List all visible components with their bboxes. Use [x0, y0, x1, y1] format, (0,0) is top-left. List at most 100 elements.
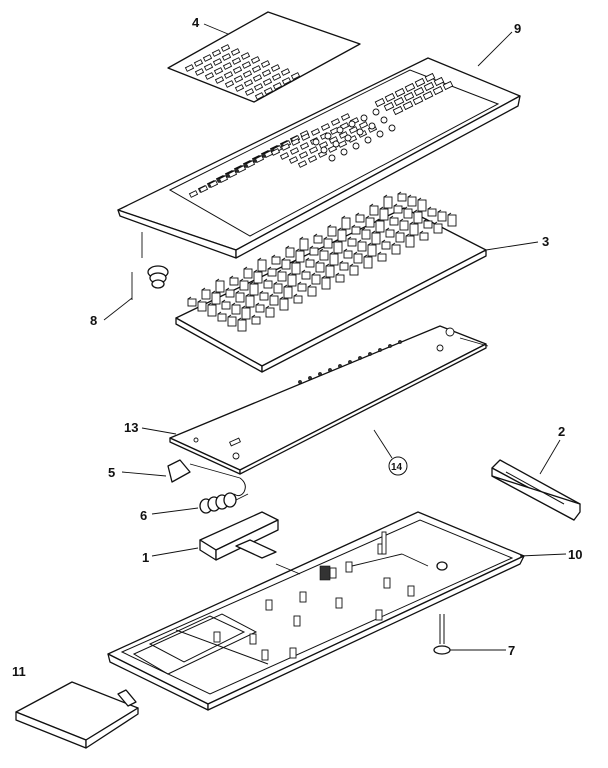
key-switch: [395, 232, 405, 243]
cover-key: [288, 156, 299, 164]
key-switch: [379, 208, 389, 221]
key-switch-top: [237, 317, 242, 321]
key-switch: [363, 256, 373, 269]
case-post: [249, 633, 257, 645]
key-switch-top: [403, 206, 408, 210]
key-switch-top: [367, 242, 372, 246]
key-switch: [301, 271, 311, 280]
key-switch-top: [327, 224, 332, 228]
key-switch: [377, 253, 387, 262]
cover-key: [198, 185, 209, 193]
key-switch: [405, 235, 415, 248]
cover-round-key: [340, 148, 348, 156]
part-10-bottom-case: [107, 511, 525, 711]
cover-key: [289, 147, 300, 155]
key-switch: [399, 220, 409, 231]
key-switch: [361, 229, 371, 240]
cover-key: [188, 190, 199, 198]
key-switch: [327, 226, 337, 237]
key-switch-top: [235, 290, 240, 294]
key-switch: [269, 295, 279, 306]
key-switch: [447, 214, 457, 227]
led-hole: [328, 368, 332, 372]
key-switch-top: [283, 284, 288, 288]
key-switch: [337, 229, 347, 242]
cover-key: [320, 123, 331, 131]
key-switch-top: [187, 296, 192, 300]
cover-key: [337, 140, 348, 148]
keypad-key: [234, 84, 245, 92]
key-switch-top: [417, 197, 422, 201]
cover-round-key: [336, 126, 344, 134]
case-post: [383, 577, 391, 589]
key-switch-top: [297, 281, 302, 285]
key-switch-top: [313, 233, 318, 237]
callout-2: 2: [558, 424, 565, 439]
key-switch: [245, 295, 255, 308]
key-switch-top: [377, 251, 382, 255]
key-switch-top: [347, 236, 352, 240]
key-switch-top: [355, 212, 360, 216]
key-switch: [305, 259, 315, 268]
key-switch: [229, 277, 239, 286]
key-switch-top: [437, 209, 442, 213]
key-switch-top: [323, 236, 328, 240]
case-post: [299, 591, 307, 603]
key-switch: [389, 217, 399, 226]
cover-key: [433, 76, 445, 87]
key-switch: [315, 262, 325, 273]
cover-key: [227, 170, 238, 178]
cover-key: [424, 72, 436, 83]
cover-key: [280, 143, 291, 151]
key-switch-top: [299, 236, 304, 240]
key-switch-top: [253, 269, 258, 273]
key-switch: [215, 280, 225, 293]
key-switch-top: [207, 302, 212, 306]
led-hole: [348, 360, 352, 364]
key-switch: [297, 283, 307, 292]
cover-key: [338, 131, 349, 139]
key-switch: [231, 304, 241, 315]
key-switch: [251, 316, 261, 325]
callout-11: 11: [12, 664, 26, 679]
keypad-key: [223, 71, 234, 79]
key-switch: [207, 304, 217, 317]
cover-key: [290, 138, 301, 146]
cover-round-key: [372, 108, 380, 116]
case-post-tall: [381, 531, 387, 555]
keypad-key: [212, 58, 223, 66]
key-switch-top: [281, 257, 286, 261]
key-switch-top: [447, 212, 452, 216]
cover-key: [245, 160, 256, 168]
keypad-key: [240, 52, 251, 60]
key-switch-top: [379, 206, 384, 210]
part-6-battery-spring: [199, 492, 249, 514]
keypad-key: [184, 64, 195, 72]
cover-key: [299, 142, 310, 150]
key-switch-top: [383, 194, 388, 198]
key-switch-top: [361, 227, 366, 231]
callout-labels: 4 9 3 8 13 14 5 2 6 1 10 7 11: [12, 15, 582, 679]
key-switch: [313, 235, 323, 244]
key-switch-top: [295, 248, 300, 252]
cover-key: [358, 121, 369, 129]
key-switch-top: [349, 263, 354, 267]
key-switch-top: [375, 218, 380, 222]
key-switch-top: [217, 311, 222, 315]
key-switch-top: [255, 302, 260, 306]
key-switch-top: [357, 239, 362, 243]
keypad-key: [214, 76, 225, 84]
cover-key: [330, 118, 341, 126]
cover-round-key: [348, 120, 356, 128]
key-switch-top: [427, 206, 432, 210]
key-switch-top: [337, 227, 342, 231]
keypad-key: [250, 56, 261, 64]
key-switch-top: [265, 305, 270, 309]
keypad-key: [252, 74, 263, 82]
key-switch: [381, 241, 391, 250]
key-switch-top: [229, 275, 234, 279]
callout-14: 14: [391, 462, 403, 473]
key-switch-top: [257, 257, 262, 261]
key-switch: [333, 241, 343, 254]
